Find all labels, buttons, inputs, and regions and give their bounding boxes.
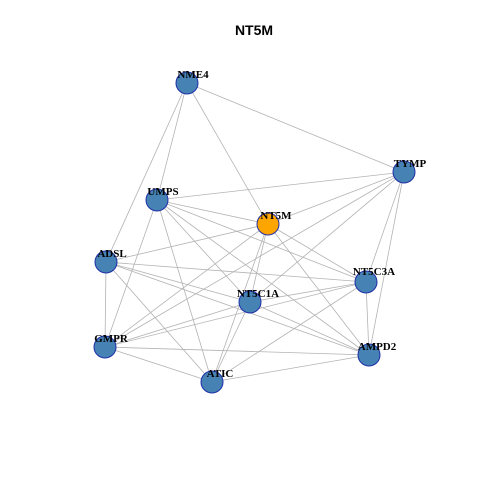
edge-nt5c3a-nt5c1a (249, 281, 367, 303)
edge-nme4-umps (156, 82, 188, 201)
node-label-gmpr: GMPR (94, 333, 129, 345)
nodes-layer (93, 71, 416, 394)
node-label-umps: UMPS (147, 186, 178, 198)
edge-nt5m-nt5c1a (249, 223, 269, 303)
node-gmpr[interactable] (93, 335, 117, 359)
edge-tymp-nt5c3a (365, 171, 405, 283)
edge-umps-nt5m (156, 199, 269, 225)
edge-gmpr-ampd2 (104, 346, 370, 356)
node-nt5c1a[interactable] (238, 290, 262, 314)
node-label-tymp: TYMP (394, 158, 427, 170)
edge-nt5m-ampd2 (267, 223, 370, 356)
edge-umps-nt5c3a (156, 199, 367, 283)
node-label-nt5c1a: NT5C1A (237, 288, 279, 300)
edge-umps-gmpr (104, 199, 158, 348)
edge-ampd2-atic (211, 354, 370, 383)
edge-nt5c3a-atic (211, 281, 367, 383)
node-label-atic: ATIC (207, 368, 234, 380)
edge-nt5m-nt5c3a (267, 223, 367, 283)
edge-nt5c3a-gmpr (104, 281, 367, 348)
diagram-title: NT5M (235, 22, 273, 38)
edge-adsl-ampd2 (105, 261, 370, 356)
node-atic[interactable] (200, 370, 224, 394)
edge-tymp-umps (156, 171, 405, 201)
edge-nme4-nt5m (186, 82, 269, 225)
edge-umps-nt5c1a (156, 199, 251, 303)
node-nt5m[interactable] (256, 212, 280, 236)
edge-nt5c3a-ampd2 (365, 281, 370, 356)
edge-umps-ampd2 (156, 199, 370, 356)
node-label-adsl: ADSL (97, 248, 126, 260)
edges-layer (104, 82, 405, 383)
edge-adsl-nt5c3a (105, 261, 367, 283)
edge-tymp-nt5m (267, 171, 405, 225)
node-nt5c3a[interactable] (354, 270, 378, 294)
edge-nt5c1a-atic (211, 301, 251, 383)
edge-nme4-tymp (186, 82, 405, 173)
edge-nme4-adsl (105, 82, 188, 263)
node-label-nt5c3a: NT5C3A (353, 266, 395, 278)
edge-nt5c1a-gmpr (104, 301, 251, 348)
node-nme4[interactable] (175, 71, 199, 95)
edge-nt5m-adsl (105, 223, 269, 263)
node-umps[interactable] (145, 188, 169, 212)
edge-nt5c1a-ampd2 (249, 301, 370, 356)
edge-adsl-gmpr (104, 261, 107, 348)
edge-tymp-nt5c1a (249, 171, 405, 303)
edge-gmpr-atic (104, 346, 213, 383)
node-label-ampd2: AMPD2 (358, 341, 397, 353)
edge-adsl-atic (105, 261, 213, 383)
edge-nt5m-gmpr (104, 223, 269, 348)
edge-adsl-nt5c1a (105, 261, 251, 303)
node-adsl[interactable] (94, 250, 118, 274)
node-tymp[interactable] (392, 160, 416, 184)
edge-umps-atic (156, 199, 213, 383)
node-label-nme4: NME4 (177, 69, 209, 81)
node-ampd2[interactable] (357, 343, 381, 367)
edge-tymp-ampd2 (368, 171, 405, 356)
node-label-nt5m: NT5M (260, 210, 292, 222)
